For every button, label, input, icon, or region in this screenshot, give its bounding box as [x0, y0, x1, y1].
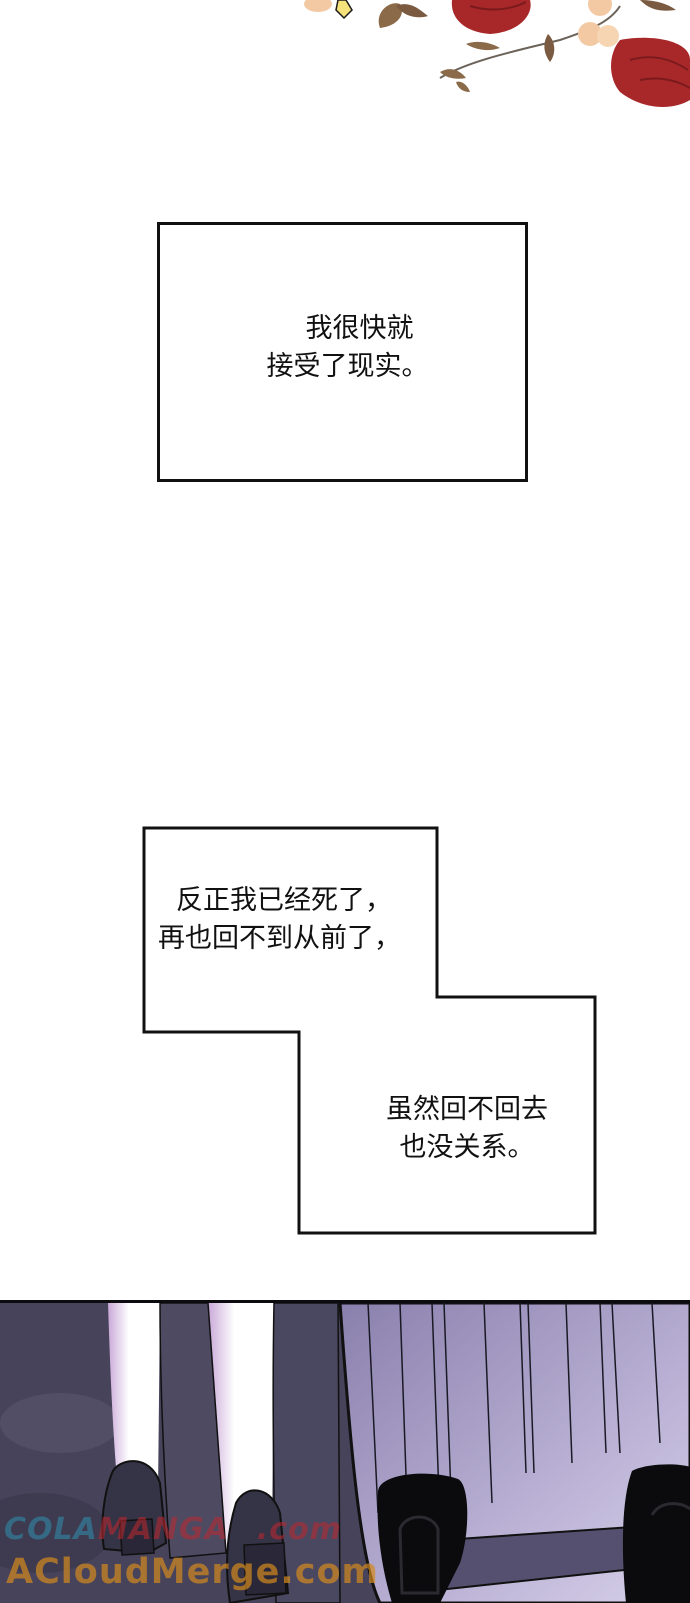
narration-text-1: 我很快就 接受了现实。: [160, 310, 525, 386]
narration-line: 也没关系。: [399, 1132, 535, 1163]
narration-line: 虽然回不回去: [386, 1094, 548, 1125]
watermark-suffix: .com: [256, 1512, 342, 1547]
panel-illustration: [0, 1303, 690, 1603]
narration-line: 接受了现实。: [266, 351, 429, 382]
watermark-main: MANGA: [97, 1512, 229, 1547]
leaf-icon: [335, 0, 353, 20]
watermark-acloudmerge: ACloudMerge.com: [6, 1552, 379, 1592]
watermark-prefix: COLA: [4, 1512, 98, 1547]
bud-icon: [304, 0, 332, 12]
comic-panel-legs-suitcase: [0, 1300, 690, 1603]
narration-text-3: 虽然回不回去 也没关系。: [372, 1091, 562, 1167]
rose-decoration: [304, 0, 690, 107]
rose-icon: [611, 37, 690, 107]
wheel-right: [622, 1464, 690, 1603]
narration-box-1: [157, 222, 528, 482]
narration-line: 我很快就: [305, 313, 414, 344]
narration-text-2: 反正我已经死了， 再也回不到从前了，: [158, 882, 428, 958]
narration-line: 再也回不到从前了，: [158, 923, 401, 954]
watermark-colamanga: COLAMANGA .com: [4, 1512, 342, 1547]
narration-line: 反正我已经死了，: [176, 885, 392, 916]
